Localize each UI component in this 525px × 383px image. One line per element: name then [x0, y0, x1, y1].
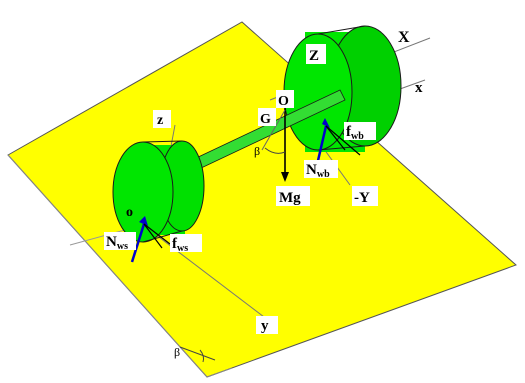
f-ws-vector [143, 223, 171, 245]
label-X: X [398, 29, 410, 46]
label-bg-G [258, 108, 276, 126]
N-wb-vector [315, 125, 328, 166]
left-wheel-bottom-edge [142, 230, 183, 243]
label-bg-y [256, 316, 278, 334]
label-N-wb: Nwb [306, 162, 330, 180]
weight-arrowhead [281, 172, 289, 182]
axis-y-line [142, 224, 269, 321]
N-ws-arrowhead [139, 216, 148, 226]
label-bg-Z [306, 44, 326, 64]
right-wheel-top-edge [317, 25, 366, 35]
beta-weight-ref [261, 109, 286, 151]
f-wb-vector [325, 125, 361, 156]
beta-weight-arc [264, 147, 286, 154]
label-N-ws: Nws [106, 234, 128, 252]
incline-wedge-edge [7, 154, 233, 378]
right-wheel-bottom-edge [317, 145, 366, 151]
left-wheel [112, 140, 205, 243]
label-y: y [261, 318, 269, 334]
right-wheel [283, 25, 402, 152]
incline-base-line [179, 346, 216, 361]
label-Z: Z [309, 48, 319, 64]
N-wb-arrowhead [322, 118, 330, 128]
N-ws-vector [130, 223, 146, 263]
label-G: G [260, 112, 271, 127]
label-bg-Nwb [304, 160, 338, 178]
f-wb-line2 [325, 125, 346, 151]
label-bg-Mg [276, 186, 310, 206]
label-bg-O [276, 90, 294, 108]
label-bg-z [153, 110, 171, 128]
f-ws-line2 [143, 223, 163, 249]
label-x: x [415, 80, 423, 96]
label-bg-Nws [104, 232, 136, 250]
label-z: z [157, 113, 163, 128]
left-wheel-top-edge [142, 140, 183, 143]
label-bg-negY [352, 186, 378, 206]
label-O: O [278, 94, 289, 109]
label-f-wb: fwb [346, 124, 364, 142]
incline-angle-arc [199, 349, 205, 363]
label-bg-fwb [344, 122, 376, 140]
label-beta-weight: β [254, 144, 260, 158]
label-beta-incline: β [174, 345, 180, 359]
label-negY: -Y [354, 190, 370, 206]
label-f-ws: fws [172, 236, 188, 254]
label-o: o [126, 205, 133, 220]
label-bg-fws [170, 234, 202, 252]
label-Mg: Mg [279, 190, 301, 206]
